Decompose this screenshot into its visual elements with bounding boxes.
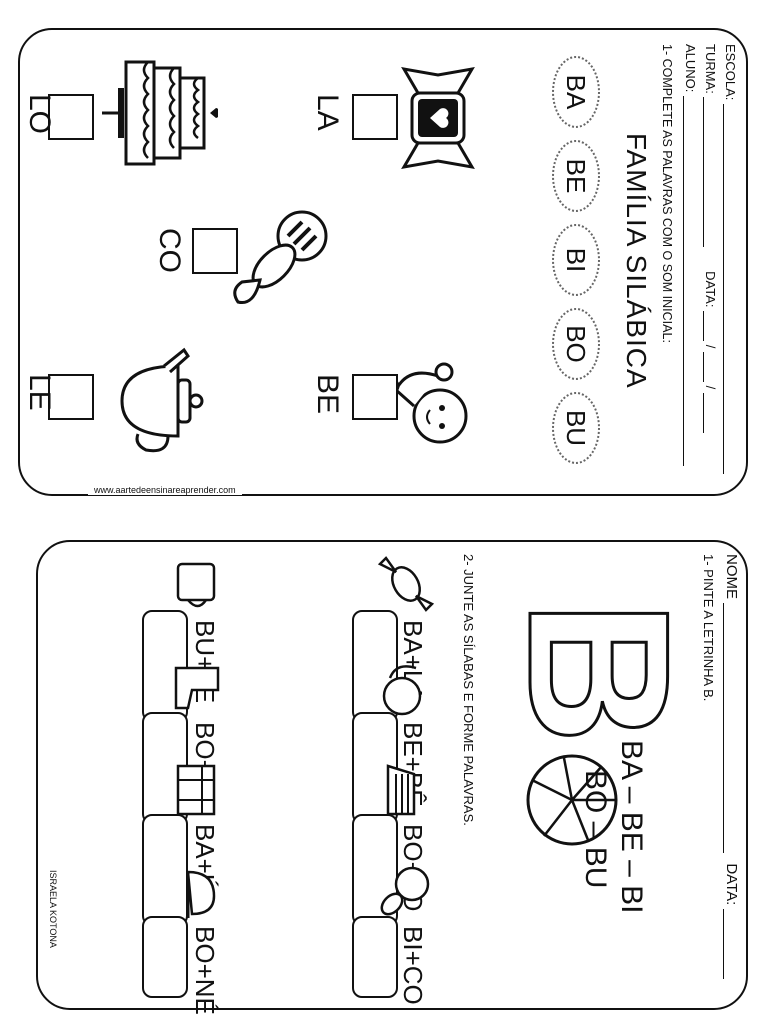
field-data-label: DATA: [703,271,718,308]
candy-icon [401,66,475,170]
field-turma-label: TURMA: [703,44,718,94]
answer-box-co[interactable] [192,228,238,274]
teapot-icon [120,347,204,453]
syllable-ba: BA [552,56,600,128]
baby-icon [382,665,422,716]
word-fragment-la: LA [311,94,344,131]
candy-icon [377,556,435,612]
syllable-bi: BI [552,224,600,296]
field-data-month[interactable] [703,351,704,382]
answer-box-bico[interactable] [352,916,398,998]
worksheet-2-frame [36,540,748,1010]
pacifier-icon [380,866,430,916]
cake-icon [386,764,416,816]
website-credit: www.aartedeensinareaprender.com [88,485,242,495]
field-turma: TURMA: DATA: / / [703,44,718,433]
field-escola-label: ESCOLA: [723,44,738,101]
big-letter-b: B [486,599,712,746]
boot-icon [174,666,220,710]
field-data-day[interactable] [703,311,704,342]
syllable-sum-bico: BI+CO [398,926,428,1005]
answer-box-la[interactable] [352,94,398,140]
syllable-be: BE [552,140,600,212]
word-fragment-lo: LO [23,94,56,135]
ball-icon [526,754,618,846]
page-title: FAMÍLIA SILÁBICA [621,133,652,389]
word-fragment-le: LE [23,374,56,411]
syllables-line-1: BA – BE – BI [615,740,648,914]
field-turma-line[interactable] [703,97,704,248]
instruction-1: 1- COMPLETE AS PALAVRAS COM O SOM INICIA… [660,44,674,343]
answer-box-be[interactable] [352,374,398,420]
syllable-sum-bone: BO+NÉ [190,926,220,1015]
cap-icon [186,870,216,918]
field-aluno-line[interactable] [683,96,684,467]
syllables-line-2: BO – BU [579,770,612,889]
date-slash: / [703,385,718,390]
field-escola: ESCOLA: [723,44,738,474]
field-data-label: DATA: [723,863,740,906]
field-data-line[interactable] [723,909,724,980]
instruction-2: 2- JUNTE AS SÍLABAS E FORME PALAVRAS. [461,554,476,826]
worksheet-1-frame [18,28,748,496]
syllable-bu: BU [552,392,600,464]
author-credit: ISRAELA KOTONA [48,870,58,948]
pacifier-icon [233,210,328,305]
field-nome-label: NOME [723,554,740,599]
answer-box-bone[interactable] [142,916,188,998]
worksheet-1: ESCOLA: TURMA: DATA: / / ALUNO: 1- COMPL… [18,28,748,496]
chest-icon [176,764,216,816]
field-nome: NOME DATA: [723,554,740,980]
baby-icon [388,362,468,444]
cake-icon [102,60,218,166]
word-fragment-be: BE [311,374,344,415]
field-aluno-label: ALUNO: [683,44,698,93]
field-data-year[interactable] [703,392,704,433]
syllable-bo: BO [552,308,600,380]
field-aluno: ALUNO: [683,44,698,467]
teapot-icon [176,562,216,608]
worksheet-2: NOME DATA: 1- PINTE A LETRINHA B. B BA –… [36,540,748,1015]
field-escola-line[interactable] [723,103,724,474]
word-fragment-co: CO [153,228,186,273]
field-nome-line[interactable] [723,603,724,854]
date-slash: / [703,344,718,349]
